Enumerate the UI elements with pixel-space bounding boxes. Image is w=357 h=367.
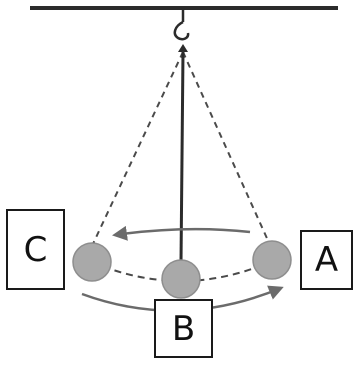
bob-a: [252, 240, 292, 280]
label-b: B: [154, 299, 213, 358]
bob-b: [161, 259, 201, 299]
label-a: A: [300, 230, 353, 290]
bob-path-dashed: [91, 261, 271, 282]
label-c: C: [6, 209, 65, 290]
bob-c: [72, 242, 112, 282]
hook-icon: [173, 8, 190, 52]
upper-arrow: [112, 225, 251, 241]
dashed-string-right: [182, 51, 271, 246]
pendulum-string: [179, 51, 185, 263]
dashed-string-left: [91, 51, 184, 247]
